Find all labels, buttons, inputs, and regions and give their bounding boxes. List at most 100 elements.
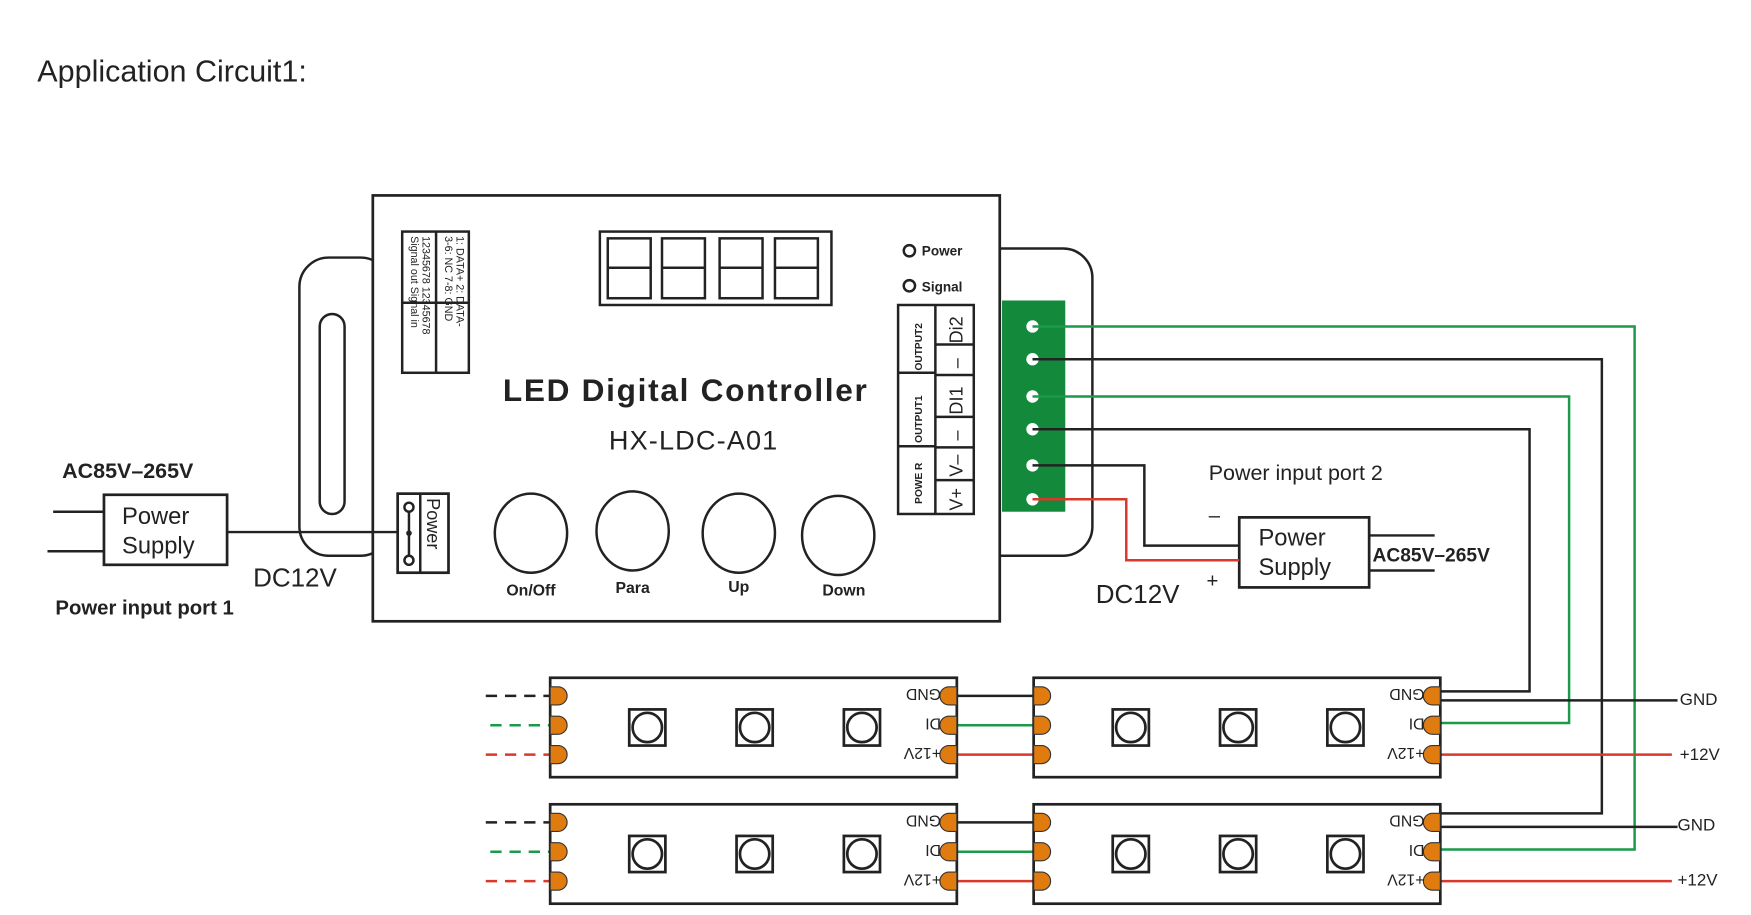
ps2-label-line1: Power [1258,526,1325,552]
power-jack-label: Power [423,498,443,549]
solder-pad [939,812,958,832]
ps1-dc-output: DC12V [253,562,337,592]
ps1-label-line1: Power [122,504,189,530]
output-terminal-block [1002,300,1066,512]
wire-v-minus [1032,464,1240,547]
pad-label: DI [925,841,941,858]
wire-v-plus [1032,498,1240,562]
pad-label: +12V [903,744,941,761]
page-title: Application Circuit1: [37,54,307,88]
wire-di1 [1032,395,1571,725]
pin-minus-2: – [946,357,966,368]
solder-pad [1033,715,1052,735]
up-button[interactable] [701,492,777,574]
solder-pad [1033,871,1052,891]
ps2-ac-input: AC85V–265V [1373,545,1491,566]
pin-v-plus: V+ [946,488,966,511]
solder-pad [1033,744,1052,765]
wire-gnd1 [1032,428,1531,693]
power-supply-1 [102,493,229,567]
led-strip-segment: GND DI +12V [548,802,959,906]
ps2-dc-output: DC12V [1096,579,1180,609]
pad-label: +12V [1387,870,1425,887]
solder-pad [1422,715,1441,735]
pin-label-block: 1: DATA+ 2: DATA- 3-6: NC 7-8: GND 12345… [400,230,471,375]
led-strip-segment: GND DI +12V [548,676,959,779]
solder-pad [1422,812,1441,832]
wire-gnd2 [1032,357,1604,815]
solder-pad [549,744,568,765]
pad-label: GND [906,685,941,702]
power-supply-2 [1237,516,1371,589]
ps1-ac-input: AC85V–265V [62,459,194,483]
solder-pad [939,744,958,765]
pin-label-line2: 3-6: NC 7-8: GND [442,236,454,321]
pin-label-line3: 12345678 12345678 [420,236,432,334]
solder-pad [549,871,568,891]
pad-label: GND [906,812,941,829]
controller-model: HX-LDC-A01 [609,425,778,456]
pad-label: GND [1389,685,1424,702]
power-jack: Power [396,492,450,575]
ps2-label-line2: Supply [1258,555,1331,581]
up-label: Up [728,579,749,596]
display-digit [773,237,820,300]
solder-pad [1033,812,1052,832]
on-off-button[interactable] [493,492,569,574]
pad-label: +12V [1387,744,1425,761]
solder-pad [549,812,568,832]
down-button[interactable] [800,494,876,577]
solder-pad [939,871,958,891]
output2-12v-label: +12V [1678,871,1719,890]
led-strip-segment: GND DI +12V [1032,802,1442,906]
pad-label: DI [1409,714,1425,731]
solder-pad [549,686,568,706]
power-indicator-label: Power [922,243,963,258]
pin-di2: Di2 [946,316,966,343]
bracket-slot [318,312,346,516]
controller-name: LED Digital Controller [503,372,869,408]
ps2-caption: Power input port 2 [1209,461,1383,485]
power-terminal-label: POWE R [914,462,925,504]
solder-pad [1422,842,1441,862]
signal-indicator-led [902,278,917,293]
pin-label-line4: Signal out Signal in [408,236,420,328]
ps2-minus: – [1209,505,1221,527]
para-button[interactable] [595,490,671,572]
led-strip-segment: GND DI +12V [1032,676,1442,779]
controller-body [371,194,1002,623]
solder-pad [1422,744,1441,765]
display-digit [660,237,707,300]
solder-pad [1422,871,1441,891]
display-digit [718,237,764,300]
pad-label: DI [925,714,941,731]
pad-label: DI [1409,841,1425,858]
display-digit [606,237,652,300]
wire-di2 [1032,325,1636,851]
seven-segment-display [598,230,833,307]
solder-pad [549,715,568,735]
output1-gnd-label: GND [1680,690,1718,709]
ps1-caption: Power input port 1 [55,598,233,620]
solder-pad [939,842,958,862]
output1-12v-label: +12V [1680,745,1721,764]
pad-label: GND [1389,812,1424,829]
power-indicator-led [902,243,917,258]
solder-pad [939,686,958,706]
para-label: Para [615,580,649,597]
on-off-label: On/Off [506,582,556,599]
output2-gnd-label: GND [1678,815,1716,834]
pin-label-line1: 1: DATA+ 2: DATA- [453,236,465,327]
terminal-label-table: OUTPUT2 OUTPUT1 POWE R Di2 – DI1 – V– V+ [896,303,976,516]
pin-v-minus: V– [946,454,966,477]
output1-label: OUTPUT1 [914,395,925,443]
pin-minus-1: – [946,430,966,441]
pad-label: +12V [903,870,941,887]
pin-di1: DI1 [946,386,966,414]
output2-label: OUTPUT2 [914,323,925,371]
ps2-plus: + [1206,570,1218,592]
solder-pad [549,842,568,862]
down-label: Down [822,582,865,599]
solder-pad [1033,686,1052,706]
